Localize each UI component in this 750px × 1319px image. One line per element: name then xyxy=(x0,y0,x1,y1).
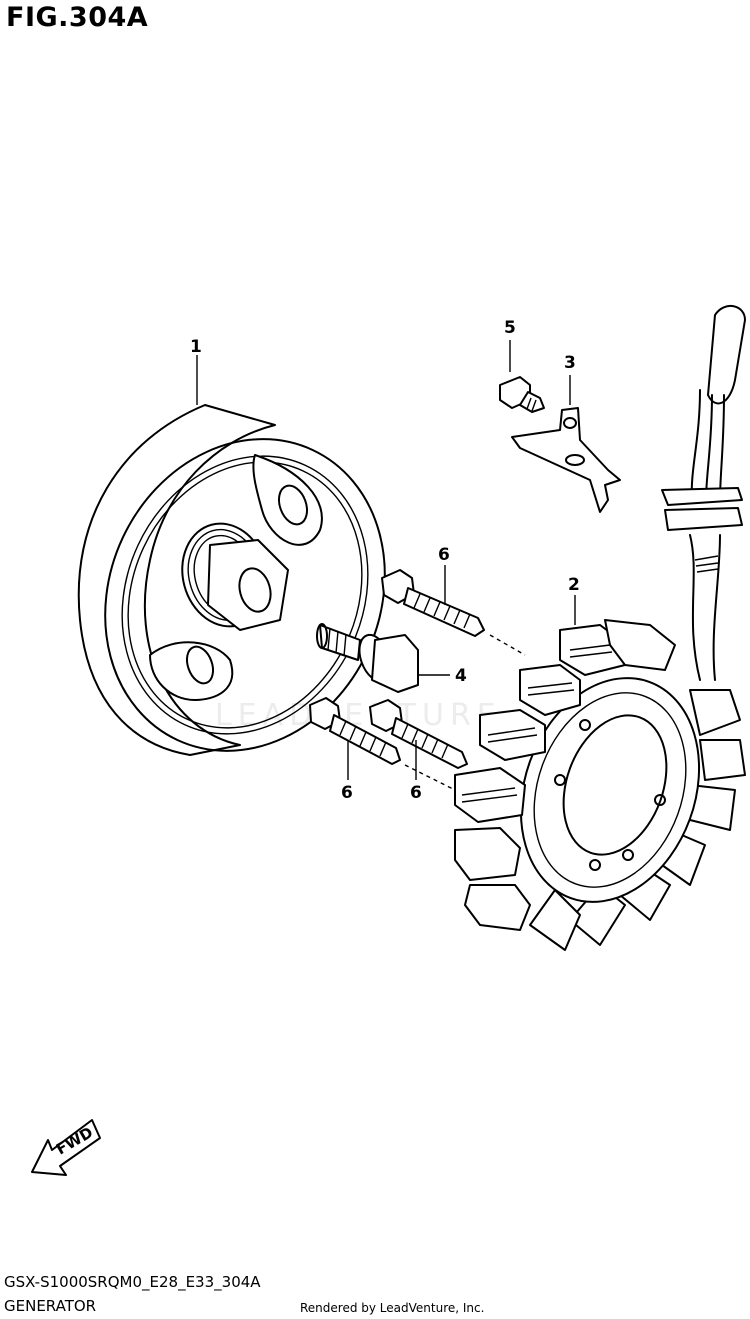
callout-3: 3 xyxy=(564,353,576,373)
figure-title: FIG.304A xyxy=(6,2,149,33)
stator-part[interactable] xyxy=(454,305,746,951)
callout-6-upper: 6 xyxy=(438,545,450,565)
callout-6-lower-left: 6 xyxy=(341,783,353,803)
clamp-bolt-part[interactable] xyxy=(499,340,545,413)
stator-bolt-lower-right-part[interactable] xyxy=(369,699,468,791)
diagram-name: GENERATOR xyxy=(4,1297,97,1315)
fwd-arrow-icon: FWD xyxy=(31,1119,101,1176)
callout-5: 5 xyxy=(504,318,516,338)
rotor-bolt-part[interactable] xyxy=(316,623,450,693)
callout-4: 4 xyxy=(455,666,467,686)
callout-1: 1 xyxy=(190,337,202,357)
credit-line: Rendered by LeadVenture, Inc. xyxy=(300,1301,485,1315)
callout-6-lower-right: 6 xyxy=(410,783,422,803)
callout-2: 2 xyxy=(568,575,580,595)
stator-bolt-upper-part[interactable] xyxy=(381,565,526,656)
stator-bolt-lower-left-part[interactable] xyxy=(309,697,401,780)
rotor-part[interactable] xyxy=(55,355,435,797)
clamp-part[interactable] xyxy=(511,375,621,513)
diagram-code: GSX-S1000SRQM0_E28_E33_304A xyxy=(4,1273,261,1291)
